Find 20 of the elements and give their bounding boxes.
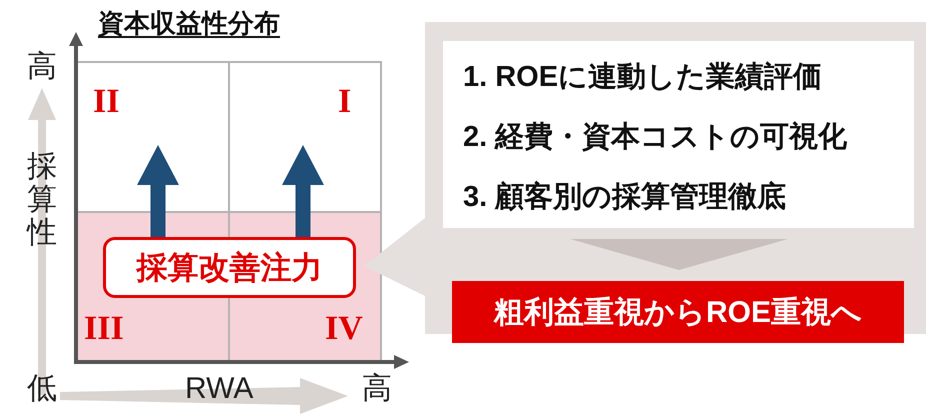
highlight-text: 採算改善注力 <box>136 248 322 286</box>
chart-title: 資本収益性分布 <box>98 7 280 40</box>
list-item: 2. 経費・資本コストの可視化 <box>463 120 848 155</box>
banner-box <box>452 281 904 343</box>
block-arrow <box>137 145 179 237</box>
quadrant-number: III <box>84 312 124 346</box>
quadrant-number: I <box>338 85 352 119</box>
list-item: 1. ROEに連動した業績評価 <box>463 60 824 95</box>
banner-text: 粗利益重視からROE重視へ <box>494 294 862 330</box>
axis-title: 採算性 <box>27 150 57 249</box>
highlight-box <box>103 237 356 298</box>
quadrant-number: II <box>93 85 120 119</box>
axis-label: 低 <box>27 372 57 405</box>
quadrant-number: IV <box>325 312 363 346</box>
axis-label: 高 <box>362 372 392 405</box>
list-box <box>443 41 914 228</box>
axis-title: RWA <box>185 372 254 405</box>
block-arrow <box>282 145 324 237</box>
axis-label: 高 <box>27 50 57 83</box>
list-item: 3. 顧客別の採算管理徹底 <box>463 180 788 215</box>
